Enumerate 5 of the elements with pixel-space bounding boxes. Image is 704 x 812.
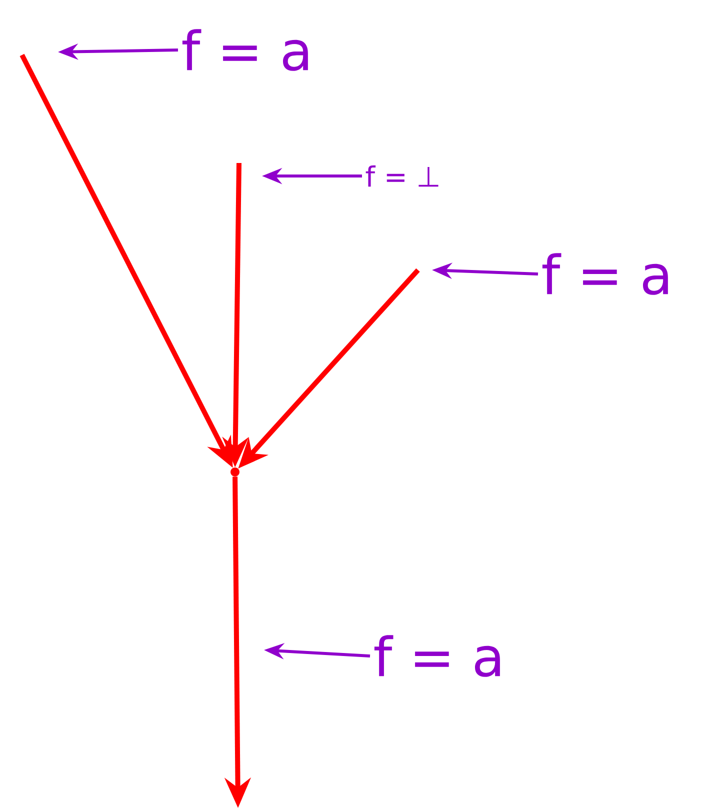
formula-label: f = a [182,29,308,71]
formula-label: f = a [542,253,668,295]
formula-label: f = a [374,635,500,677]
formula-label: f = ⊥ [366,165,438,187]
junction-point [230,468,240,476]
